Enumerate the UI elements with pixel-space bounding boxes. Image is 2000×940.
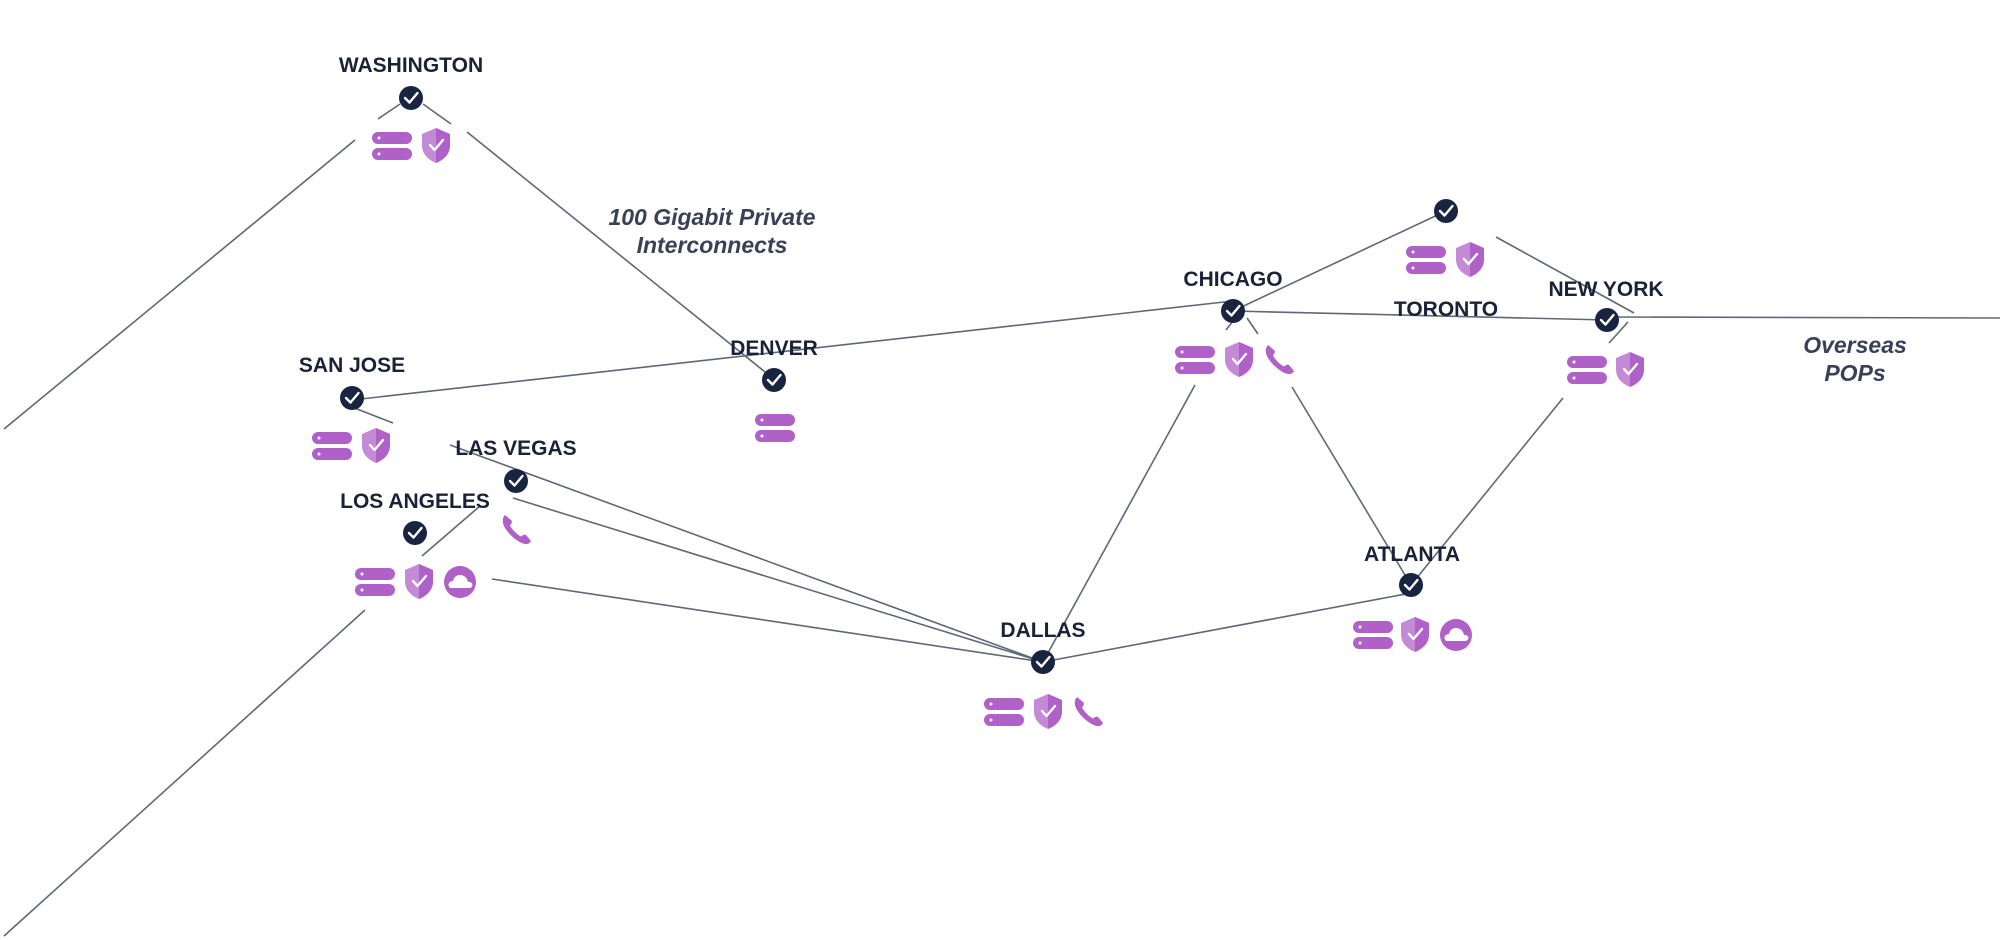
link-offmap-losangeles <box>3 609 366 937</box>
city-labels: WASHINGTON DENVER CHICAGO TORONTO NEW YO… <box>299 54 1664 642</box>
los-angeles-shield-check-icon <box>403 562 435 601</box>
link-losangeles-dallas <box>491 578 1044 663</box>
node-atlanta-check-icon[interactable] <box>1397 571 1425 599</box>
link-chicago-stub-right <box>1246 317 1259 335</box>
link-chicago-toronto <box>1232 210 1447 312</box>
washington-shield-check-icon <box>420 126 452 165</box>
interconnects-note-line2: Interconnects <box>637 232 788 258</box>
link-lasvegas-dallas <box>512 497 1044 663</box>
link-newyork-atlanta <box>1410 397 1564 586</box>
chicago-server-icon <box>1175 346 1215 374</box>
link-offmap-washington <box>3 139 356 430</box>
label-dallas: DALLAS <box>1000 619 1085 642</box>
link-newyork-overseas <box>1606 316 2000 319</box>
node-las-vegas-check-icon[interactable] <box>502 467 530 495</box>
label-chicago: CHICAGO <box>1183 268 1282 291</box>
label-toronto: TORONTO <box>1394 298 1498 321</box>
node-chicago-check-icon[interactable] <box>1219 297 1247 325</box>
washington-server-icon <box>372 132 412 160</box>
label-washington: WASHINGTON <box>339 54 483 77</box>
toronto-server-icon <box>1406 246 1446 274</box>
link-losangeles-lasvegas <box>421 505 481 557</box>
dallas-server-icon <box>984 698 1024 726</box>
chicago-shield-check-icon <box>1223 340 1255 379</box>
overseas-note-line2: POPs <box>1824 360 1885 386</box>
los-angeles-cloud-icon <box>444 566 476 598</box>
private-interconnect-links <box>3 103 2000 937</box>
link-chicago-newyork <box>1232 310 1608 321</box>
node-denver-check-icon[interactable] <box>760 366 788 394</box>
toronto-shield-check-icon <box>1454 240 1486 279</box>
node-los-angeles-check-icon[interactable] <box>401 519 429 547</box>
node-toronto-check-icon[interactable] <box>1432 197 1460 225</box>
atlanta-shield-check-icon <box>1399 615 1431 654</box>
denver-server-icon <box>755 414 795 442</box>
new-york-server-icon <box>1567 356 1607 384</box>
link-chicago-dallas <box>1042 384 1196 663</box>
new-york-shield-check-icon <box>1614 350 1646 389</box>
link-washington-denver <box>466 131 776 381</box>
link-newyork-stub <box>1608 321 1629 344</box>
san-jose-server-icon <box>312 432 352 460</box>
label-los-angeles: LOS ANGELES <box>340 490 490 513</box>
atlanta-cloud-icon <box>1440 619 1472 651</box>
link-sanjose-stub <box>351 406 394 424</box>
link-atlanta-dallas <box>1042 592 1412 663</box>
label-san-jose: SAN JOSE <box>299 354 405 377</box>
label-denver: DENVER <box>730 337 818 360</box>
link-sanjose-dallas <box>449 444 1044 663</box>
link-washington-sw-stub <box>377 103 401 120</box>
link-washington-se-stub <box>422 103 452 125</box>
link-chicago-atlanta <box>1291 386 1412 586</box>
interconnects-note-line1: 100 Gigabit Private <box>608 204 815 230</box>
label-new-york: NEW YORK <box>1548 278 1663 301</box>
las-vegas-phone-icon <box>502 515 531 545</box>
san-jose-shield-check-icon <box>360 426 392 465</box>
node-san-jose-check-icon[interactable] <box>338 384 366 412</box>
chicago-phone-icon <box>1265 345 1294 375</box>
annotations: 100 Gigabit Private Interconnects Overse… <box>608 204 1906 386</box>
label-atlanta: ATLANTA <box>1364 543 1460 566</box>
node-dallas-check-icon[interactable] <box>1029 648 1057 676</box>
link-sanjose-chicago <box>351 300 1234 401</box>
label-las-vegas: LAS VEGAS <box>455 437 576 460</box>
node-new-york-check-icon[interactable] <box>1593 306 1621 334</box>
dallas-phone-icon <box>1074 697 1103 727</box>
los-angeles-server-icon <box>355 568 395 596</box>
overseas-note-line1: Overseas <box>1803 332 1907 358</box>
atlanta-server-icon <box>1353 621 1393 649</box>
link-toronto-newyork <box>1495 236 1635 314</box>
node-washington-check-icon[interactable] <box>397 84 425 112</box>
dallas-shield-check-icon <box>1032 692 1064 731</box>
